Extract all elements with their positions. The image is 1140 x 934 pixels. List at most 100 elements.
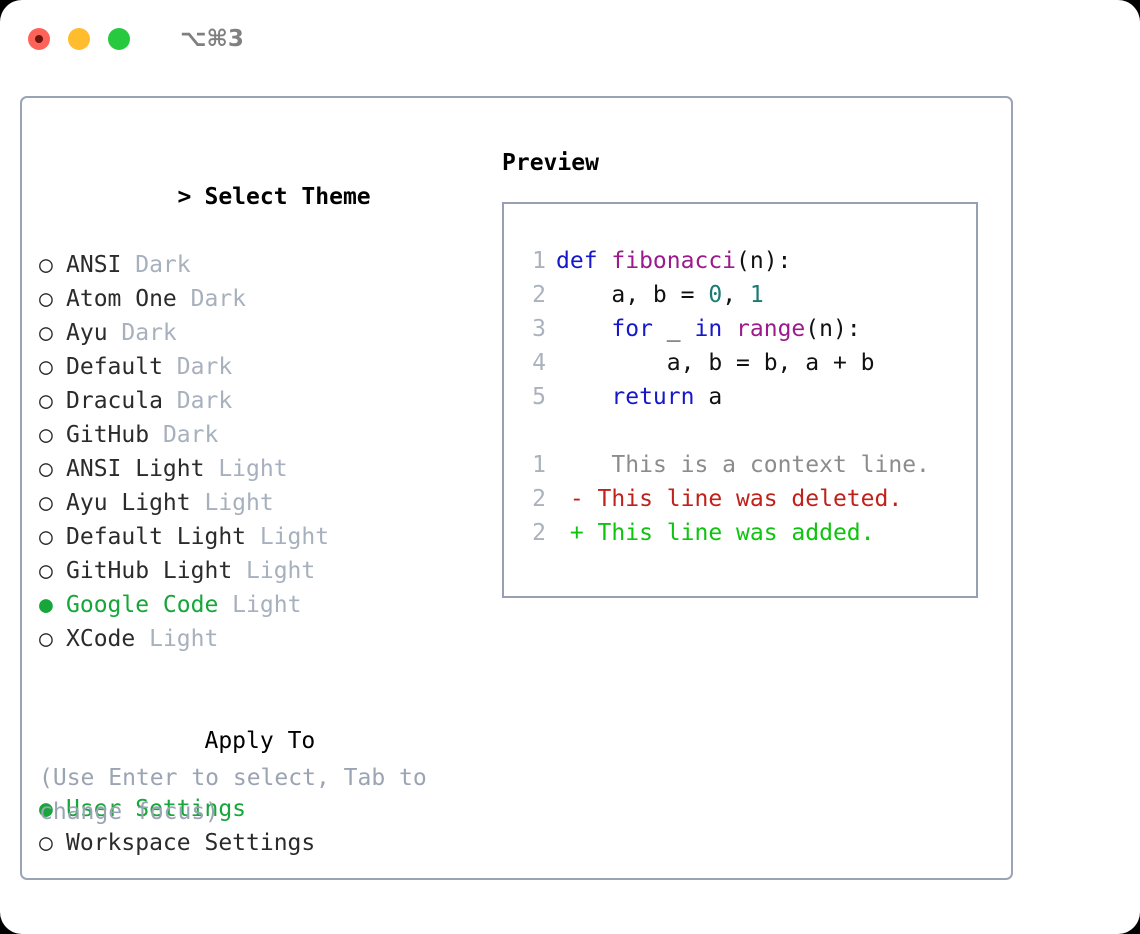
code-token: _	[652, 316, 695, 342]
code-line: 4 a, b = b, a + b	[524, 346, 976, 380]
code-line: 5 return a	[524, 380, 976, 414]
code-token: a, b =	[556, 282, 709, 308]
theme-option[interactable]: ○ Atom One Dark	[39, 282, 479, 316]
theme-option[interactable]: ○Ayu Dark	[39, 316, 479, 350]
code-token: fibonacci	[611, 248, 737, 274]
apply-to-option[interactable]: ● User Settings	[39, 792, 479, 826]
radio-unselected-icon: ○	[39, 456, 53, 482]
code-token: in	[694, 316, 723, 342]
line-number: 2	[532, 486, 546, 512]
diff-text: This line was deleted.	[583, 486, 903, 512]
code-line: 1 def fibonacci(n):	[524, 244, 976, 278]
code-token: (n):	[805, 316, 861, 342]
theme-option[interactable]: ○Default Dark	[39, 350, 479, 384]
apply-to-indent: ○	[177, 724, 204, 758]
line-number: 2	[532, 282, 546, 308]
code-line: 3 for _ in range(n):	[524, 312, 976, 346]
code-diff-spacer	[524, 414, 976, 448]
code-token: return	[611, 384, 695, 410]
apply-to-option-label: User Settings	[66, 796, 247, 822]
theme-option[interactable]: ○ ANSI Light Light	[39, 452, 479, 486]
theme-option-label: Dracula	[66, 388, 163, 414]
preview-heading: Preview	[502, 150, 599, 176]
theme-option[interactable]: ○Ayu Light Light	[39, 486, 479, 520]
line-number: 1	[532, 452, 546, 478]
apply-to-option-label: Workspace Settings	[66, 830, 316, 856]
theme-option-label: Google Code	[66, 592, 219, 618]
theme-option[interactable]: ●Google Code Light	[39, 588, 479, 622]
radio-selected-icon: ●	[39, 796, 53, 822]
code-token: range	[736, 316, 806, 342]
theme-option-kind: Dark	[162, 388, 233, 414]
radio-unselected-icon: ○	[39, 388, 53, 414]
code-token	[722, 316, 736, 342]
theme-option[interactable]: ○ Dracula Dark	[39, 384, 479, 418]
radio-unselected-icon: ○	[39, 524, 53, 550]
apply-to-option[interactable]: ○ Workspace Settings	[39, 826, 479, 860]
theme-option-kind: Dark	[176, 286, 247, 312]
diff-marker: +	[556, 520, 584, 546]
diff-text: This is a context line.	[583, 452, 930, 478]
code-token: (n):	[736, 248, 792, 274]
radio-unselected-icon: ○	[39, 252, 53, 278]
theme-option-kind: Light	[246, 524, 330, 550]
line-number: 4	[532, 350, 546, 376]
caret-icon: >	[177, 184, 192, 210]
theme-option-label: Ayu	[66, 320, 108, 346]
code-token	[556, 384, 611, 410]
theme-option-label: XCode	[66, 626, 136, 652]
theme-option-kind: Dark	[149, 422, 219, 448]
code-token: 1	[749, 282, 764, 308]
theme-selector-column: >Select Theme ○ANSI Dark○Atom One Dark○A…	[39, 146, 479, 860]
line-number: 3	[532, 316, 546, 342]
diff-line: 2 - This line was deleted.	[524, 482, 976, 516]
theme-option-label: ANSI	[66, 252, 122, 278]
theme-option[interactable]: ○GitHub Dark	[39, 418, 479, 452]
theme-option-kind: Light	[190, 490, 274, 516]
minimize-button[interactable]	[68, 28, 90, 50]
section-spacer	[39, 656, 479, 690]
radio-unselected-icon: ○	[39, 320, 53, 346]
code-line: 2 a, b = 0, 1	[524, 278, 976, 312]
main-panel: >Select Theme ○ANSI Dark○Atom One Dark○A…	[20, 96, 1013, 880]
radio-unselected-icon: ○	[39, 558, 53, 584]
diff-line: 1 This is a context line.	[524, 448, 976, 482]
theme-option-label: GitHub	[66, 422, 150, 448]
code-token: def	[556, 248, 612, 274]
apply-to-list[interactable]: ● User Settings ○ Workspace Settings	[39, 792, 479, 860]
diff-sample: 1 This is a context line.2 - This line w…	[524, 448, 976, 550]
theme-option[interactable]: ○Default Light Light	[39, 520, 479, 554]
theme-list[interactable]: ○ANSI Dark○Atom One Dark○Ayu Dark○Defaul…	[39, 248, 479, 656]
close-button[interactable]	[28, 28, 50, 50]
code-token: a, b = b, a + b	[556, 350, 875, 376]
theme-option-label: Atom One	[66, 286, 177, 312]
diff-marker	[556, 452, 584, 478]
radio-unselected-icon: ○	[39, 354, 53, 380]
theme-option-kind: Light	[232, 558, 316, 584]
radio-unselected-icon: ○	[39, 286, 53, 312]
line-number: 5	[532, 384, 546, 410]
maximize-button[interactable]	[108, 28, 130, 50]
line-number: 1	[532, 248, 546, 274]
theme-option[interactable]: ○ XCode Light	[39, 622, 479, 656]
theme-option-kind: Light	[204, 456, 288, 482]
title-bar: ⌥⌘3	[0, 0, 1140, 78]
keyboard-shortcut-label: ⌥⌘3	[180, 26, 244, 52]
radio-unselected-icon: ○	[39, 830, 53, 856]
theme-option-label: Default	[66, 354, 163, 380]
theme-option[interactable]: ○ GitHub Light Light	[39, 554, 479, 588]
theme-option-label: ANSI Light	[66, 456, 205, 482]
theme-option-kind: Dark	[121, 252, 191, 278]
diff-marker: -	[556, 486, 584, 512]
code-token: for	[611, 316, 653, 342]
theme-option[interactable]: ○ ANSI Dark	[39, 248, 479, 282]
code-token	[556, 316, 611, 342]
theme-option-kind: Light	[135, 626, 219, 652]
code-token: ,	[722, 282, 750, 308]
radio-unselected-icon: ○	[39, 626, 53, 652]
theme-option-kind: Light	[218, 592, 302, 618]
theme-option-label: GitHub Light	[66, 558, 233, 584]
